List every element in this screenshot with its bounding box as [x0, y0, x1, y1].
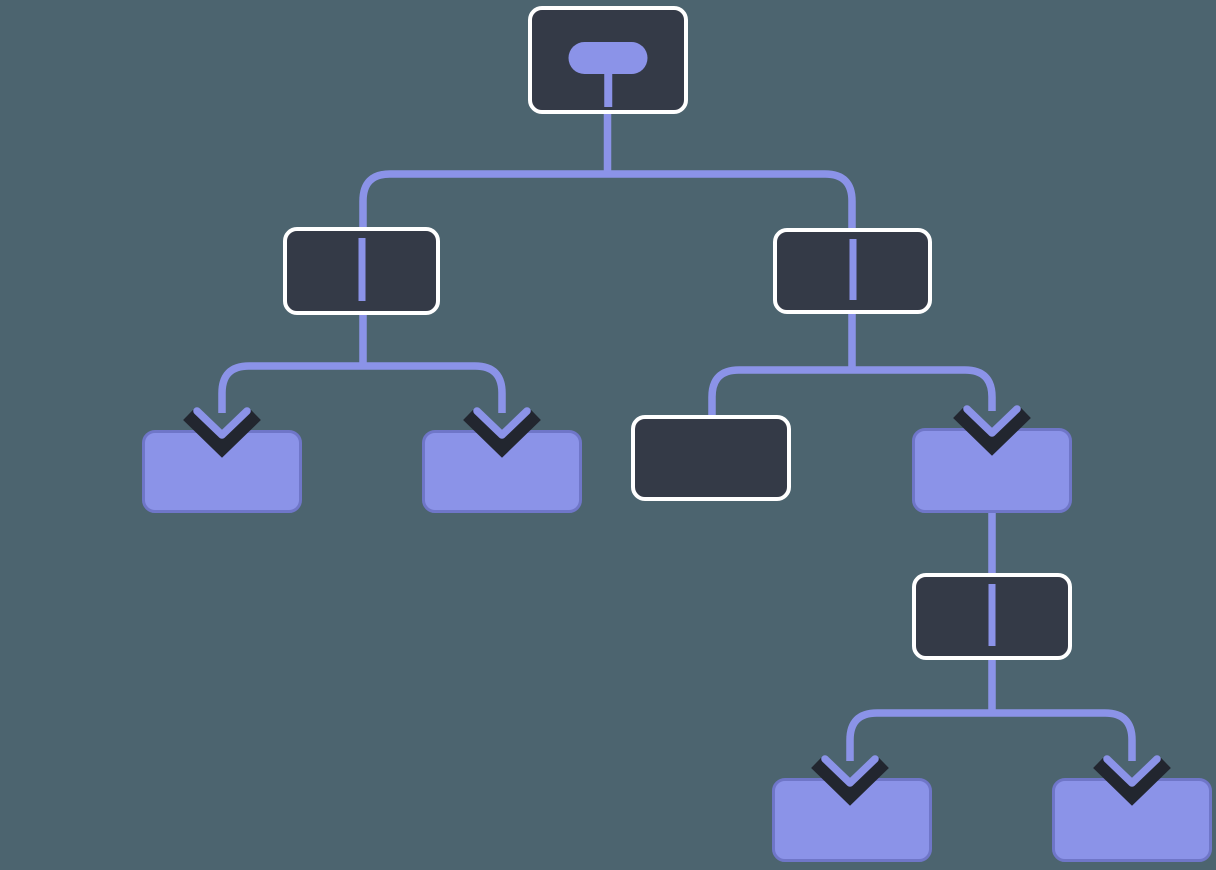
branch-node-lower[interactable] [912, 573, 1072, 660]
leaf-node-3[interactable] [772, 778, 932, 862]
pass-through-line [988, 584, 996, 646]
root-node[interactable] [528, 6, 688, 114]
pill-stem-line [604, 68, 612, 107]
purple-mid-node[interactable] [912, 428, 1072, 513]
pass-through-line [849, 239, 856, 300]
pill-icon [568, 42, 648, 74]
branch-node-left[interactable] [283, 227, 440, 315]
dark-leaf-node[interactable] [631, 415, 791, 501]
pass-through-line [358, 238, 365, 301]
leaf-node-2[interactable] [422, 430, 582, 513]
leaf-node-4[interactable] [1052, 778, 1212, 862]
branch-node-right[interactable] [773, 228, 932, 314]
leaf-node-1[interactable] [142, 430, 302, 513]
